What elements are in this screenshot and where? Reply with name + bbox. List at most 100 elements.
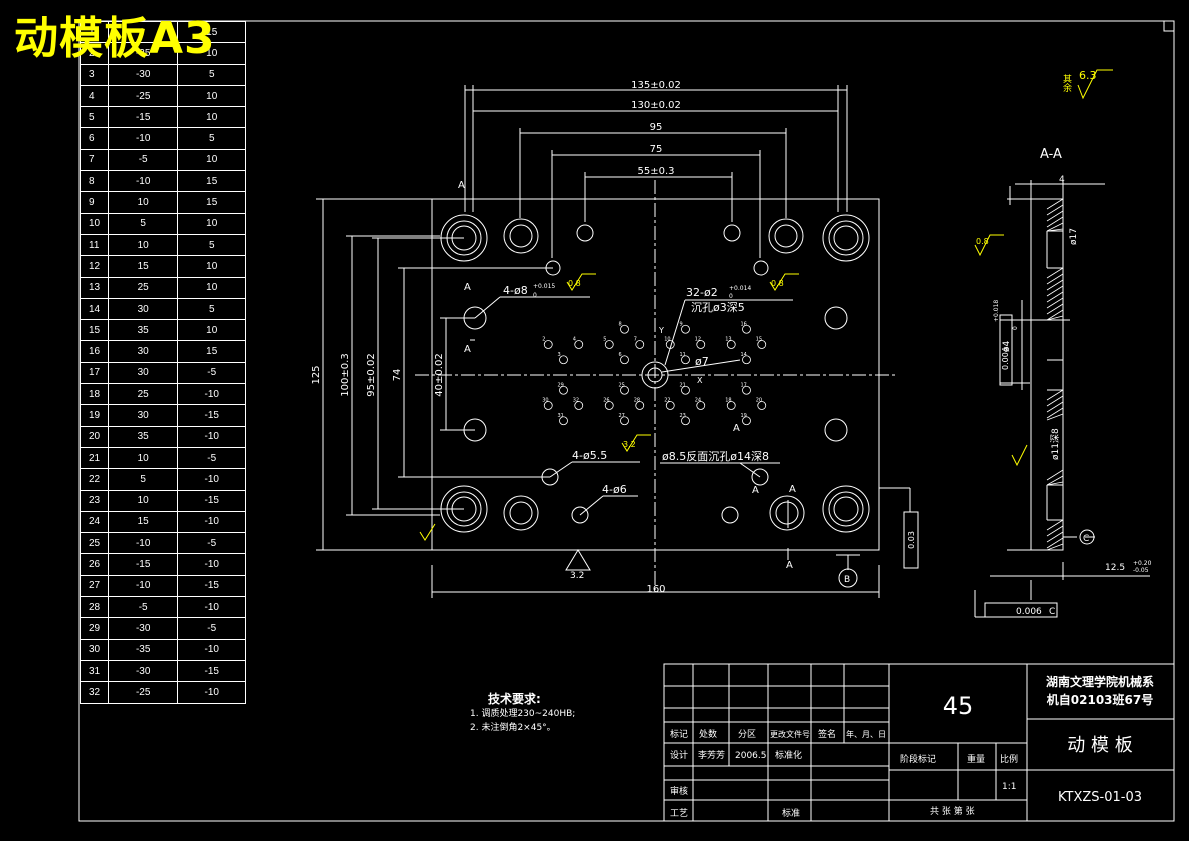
cell-id: 15 xyxy=(80,319,109,342)
cell-x: 15 xyxy=(107,255,179,278)
dim-40: 40±0.02 xyxy=(434,353,445,396)
note-d85: ø8.5反面沉孔ø14深8 xyxy=(662,450,769,463)
roughness-32: 3.2 xyxy=(623,440,636,449)
ejector-hole xyxy=(742,355,751,365)
ejector-hole-label: 14 xyxy=(741,352,747,358)
cell-id: 24 xyxy=(80,510,109,534)
cell-id: 27 xyxy=(80,574,109,598)
cell-id: 22 xyxy=(80,468,109,491)
ejector-hole xyxy=(681,385,690,395)
cell-y: -15 xyxy=(177,489,246,512)
cell-x: -10 xyxy=(107,127,179,150)
ejector-hole xyxy=(696,340,706,349)
cell-y: 10 xyxy=(177,148,246,172)
ejector-hole-label: 19 xyxy=(741,413,747,419)
dim-95: 95 xyxy=(650,122,663,133)
note-4d6: 4-ø6 xyxy=(602,483,627,496)
tech-title: 技术要求: xyxy=(488,692,541,706)
ejector-hole xyxy=(559,355,568,365)
table-row: 29-30-5 xyxy=(80,617,246,640)
ejector-hole-label: 10 xyxy=(664,337,670,343)
ejector-hole-label: 12 xyxy=(695,337,701,343)
hatch-line xyxy=(1046,315,1064,321)
section-marks: A A A A A A A xyxy=(458,180,796,571)
svg-text:A: A xyxy=(786,560,793,571)
dim-160: 160 xyxy=(646,584,665,595)
ejector-hole-label: 21 xyxy=(680,382,686,388)
cell-y: -10 xyxy=(177,468,246,491)
cell-y: -10 xyxy=(177,383,246,406)
threaded-hole xyxy=(503,218,539,254)
cell-id: 12 xyxy=(80,255,109,278)
table-row: 25-10-5 xyxy=(80,532,246,555)
ejector-hole-label: 23 xyxy=(680,413,686,419)
datum-c: C xyxy=(1083,534,1089,544)
cell-id: 30 xyxy=(80,638,109,661)
cell-x: -10 xyxy=(107,532,179,555)
cell-y: 10 xyxy=(177,319,246,342)
cell-x: 35 xyxy=(107,319,179,342)
cell-id: 5 xyxy=(80,106,109,129)
cell-id: 32 xyxy=(80,681,109,704)
roughness-63: 6.3 xyxy=(1079,69,1097,82)
cell-y: 10 xyxy=(177,106,246,129)
table-row: 32-25-10 xyxy=(80,681,246,704)
cell-x: -35 xyxy=(107,638,179,661)
ejector-hole xyxy=(543,340,553,349)
note-4d55: 4-ø5.5 xyxy=(572,449,607,462)
svg-text:标准化: 标准化 xyxy=(775,749,802,761)
hatch-line xyxy=(1046,413,1064,421)
cell-x: -30 xyxy=(107,659,179,683)
svg-text:2006.5: 2006.5 xyxy=(735,751,767,761)
hatch-line xyxy=(1046,198,1064,210)
ejector-hole-label: 30 xyxy=(542,398,548,404)
ejector-hole xyxy=(620,416,629,426)
guide-pillar-hole xyxy=(822,214,870,262)
hatch-line xyxy=(1046,389,1064,401)
technical-requirements: 技术要求: 1. 调质处理230~240HB; 2. 未注倒角2×45°。 xyxy=(470,690,575,735)
hatch-line xyxy=(1046,475,1064,486)
ejector-hole xyxy=(620,385,629,395)
cell-id: 20 xyxy=(80,425,109,448)
section-line xyxy=(464,190,789,560)
ejector-hole xyxy=(742,324,751,334)
cell-id: 31 xyxy=(80,659,109,683)
roughness-32-bottom: 3.2 xyxy=(570,571,584,581)
ejector-hole xyxy=(757,340,767,349)
ejector-hole-label: 4 xyxy=(573,337,576,343)
cell-id: 18 xyxy=(80,383,109,406)
svg-text:重量: 重量 xyxy=(967,753,985,765)
ejector-hole-label: 13 xyxy=(725,337,731,343)
cell-y: 10 xyxy=(177,255,246,278)
cell-id: 28 xyxy=(80,596,109,619)
ejector-hole-label: 17 xyxy=(741,382,747,388)
hatch-line xyxy=(1046,401,1064,413)
part-name: 动 模 板 xyxy=(1067,735,1132,756)
ejector-hole xyxy=(681,355,690,365)
note-32d2: 32-ø2 xyxy=(686,286,718,299)
svg-text:1:1: 1:1 xyxy=(1002,782,1016,792)
cell-x: 30 xyxy=(107,404,179,427)
class-label: 机自02103班67号 xyxy=(1047,692,1153,707)
cell-x: 30 xyxy=(107,340,179,363)
sec-tol-a: +0.018 xyxy=(993,300,1000,322)
hatch-line xyxy=(1046,395,1064,407)
cell-y: -10 xyxy=(177,425,246,448)
ejector-hole-label: 27 xyxy=(619,413,625,419)
svg-text:审核: 审核 xyxy=(670,785,688,797)
hatch-line xyxy=(1046,481,1064,486)
cell-id: 25 xyxy=(80,532,109,555)
svg-text:比例: 比例 xyxy=(1000,753,1018,765)
svg-text:A: A xyxy=(458,180,465,191)
hole-d6 xyxy=(721,506,739,524)
ejector-hole-label: 20 xyxy=(756,398,762,404)
dim-130: 130±0.02 xyxy=(631,100,681,111)
roughness-08: 0.8 xyxy=(771,279,784,288)
svg-text:设计: 设计 xyxy=(670,749,688,761)
cell-y: -5 xyxy=(177,446,246,470)
